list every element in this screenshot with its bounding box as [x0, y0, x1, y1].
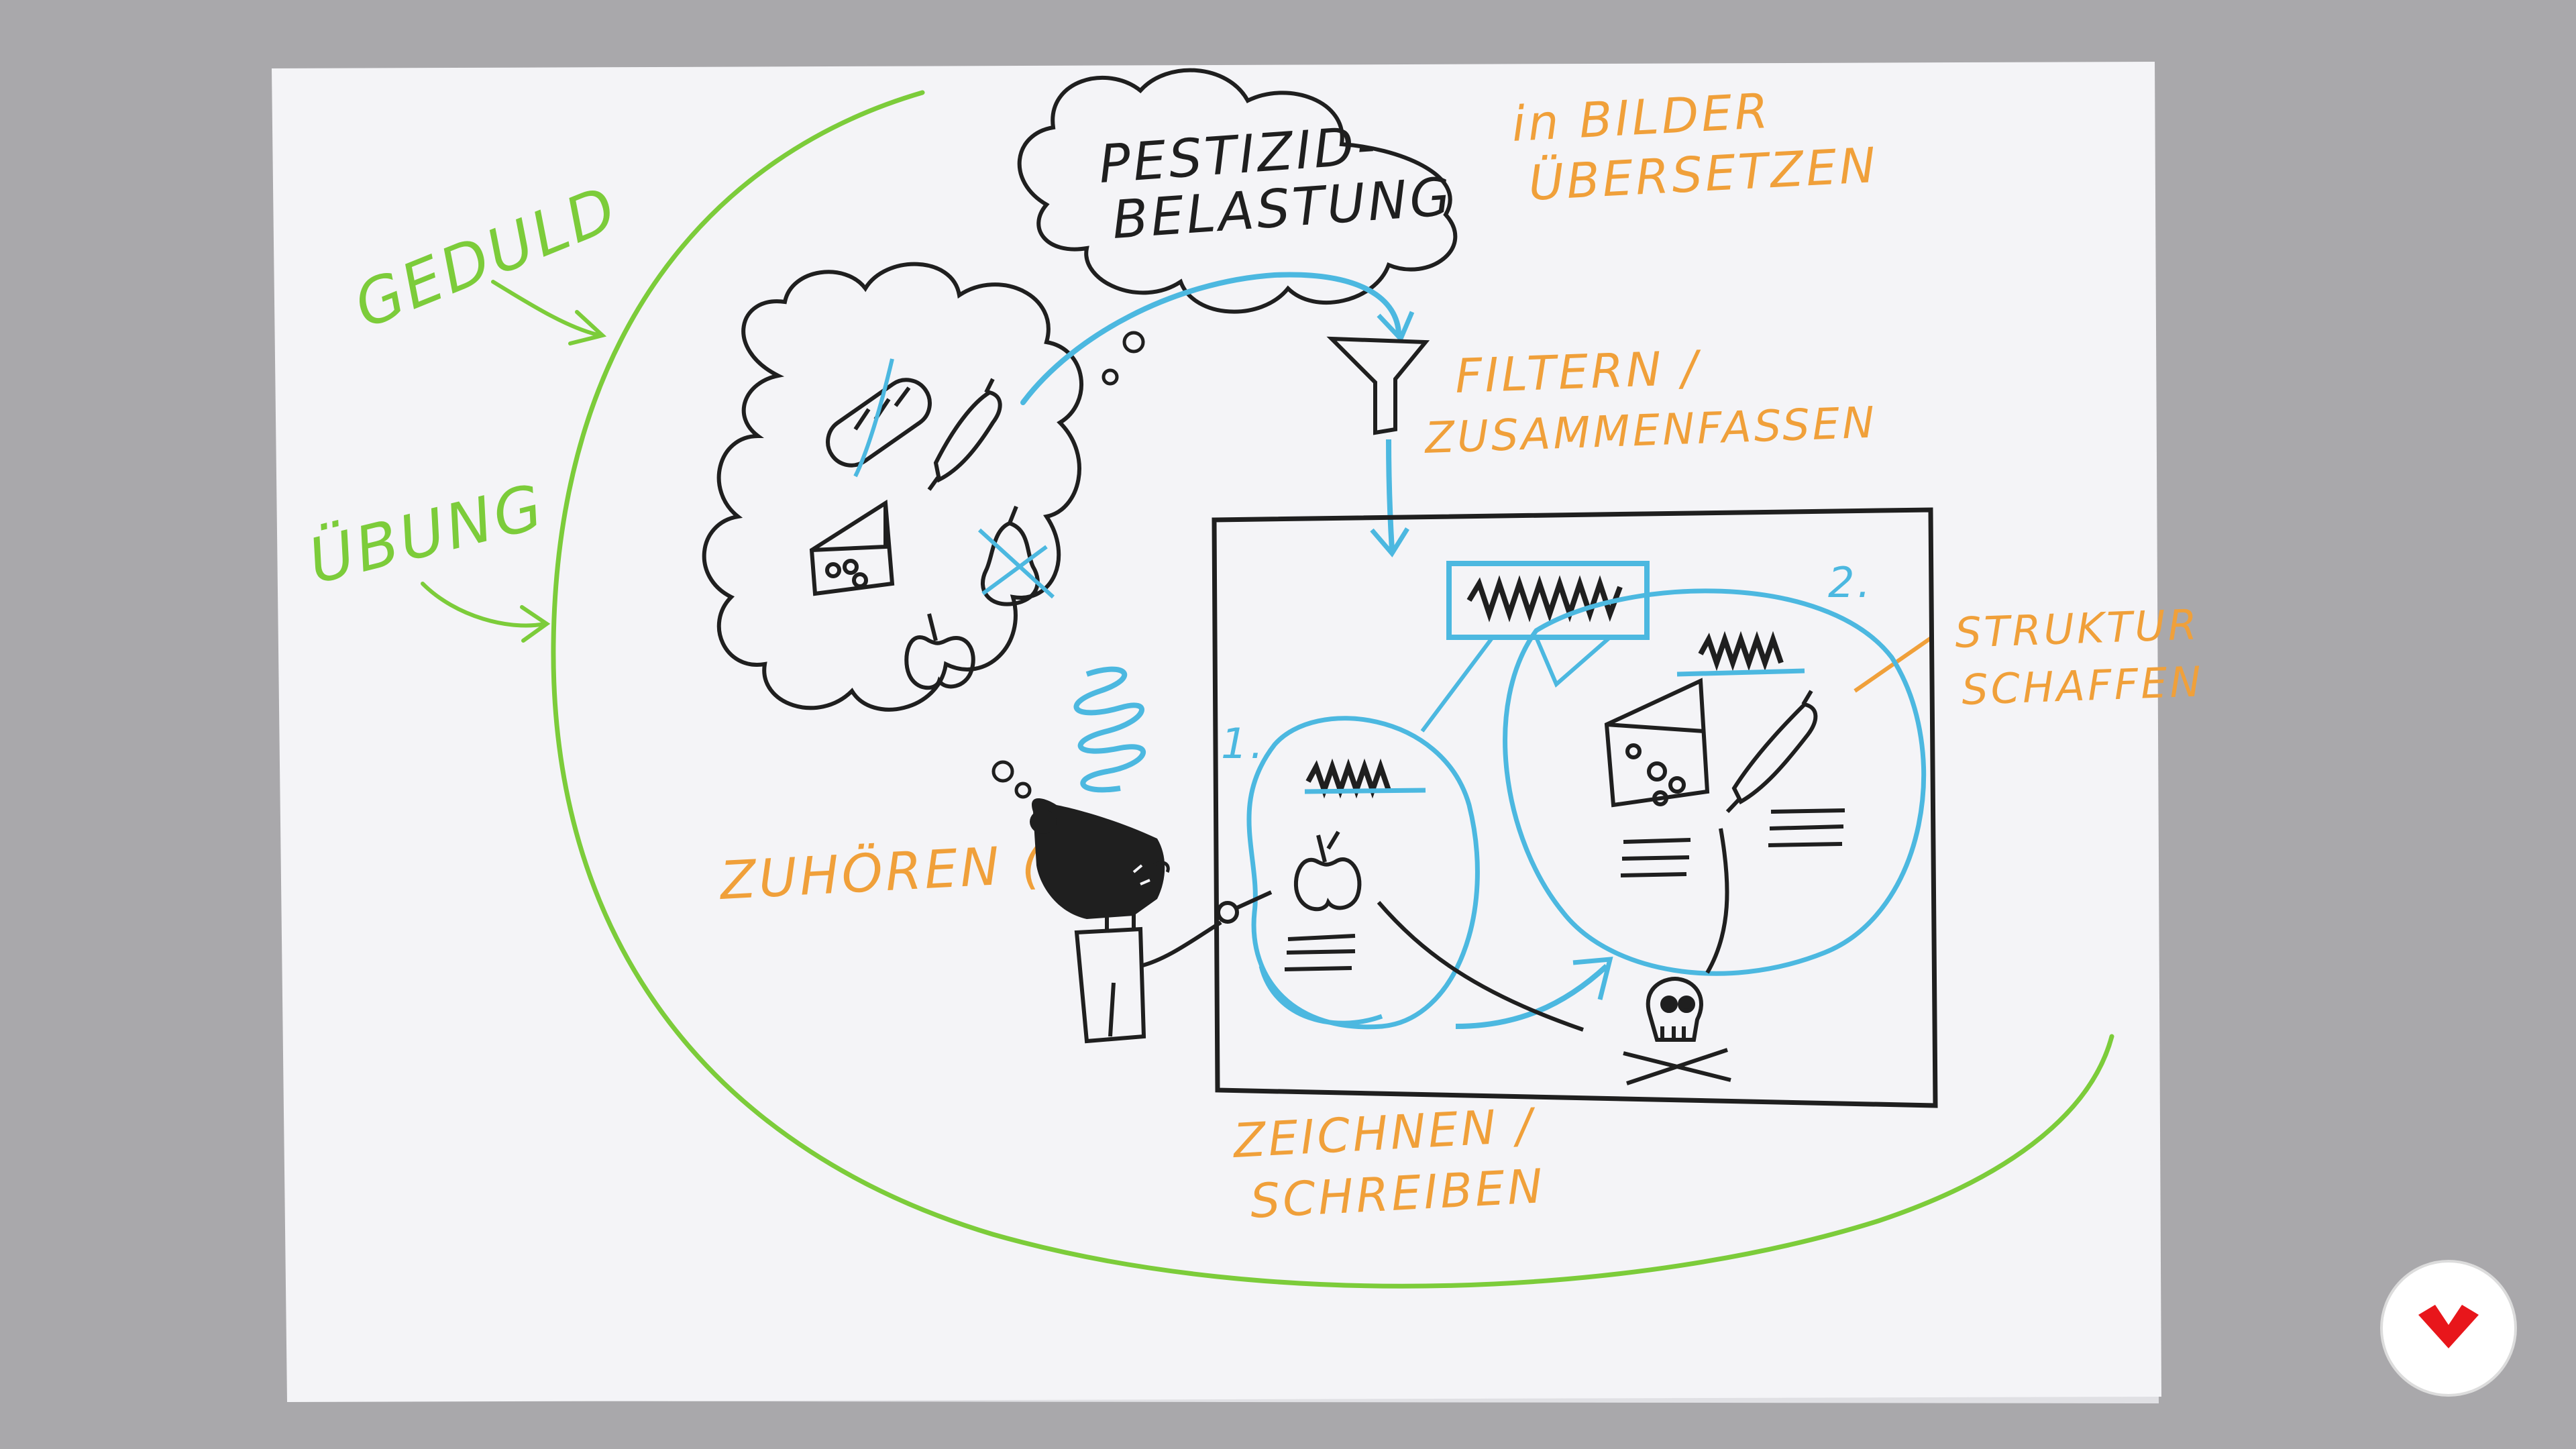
- thought-bubble: [1014, 782, 1032, 799]
- text-lines-2a: [1620, 838, 1691, 877]
- thought-bubble: [1102, 368, 1119, 386]
- scribble-title-1: [1305, 758, 1391, 799]
- thought-bubble: [991, 760, 1014, 783]
- pestizid-cloud: [1017, 68, 1458, 314]
- drawing-board: [1212, 507, 1938, 1108]
- brand-logo: [2380, 1260, 2517, 1397]
- cloud-to-funnel-arrow: [1020, 272, 1401, 405]
- bilder-line1: in BILDER: [1510, 83, 1772, 152]
- number-1: 1.: [1221, 719, 1266, 768]
- underline-1: [1304, 788, 1426, 794]
- cloud-to-funnel-arrowhead: [1377, 311, 1415, 343]
- sausage-icon: [927, 378, 1002, 491]
- line-to-skull-right: [1705, 828, 1729, 974]
- number-2: 2.: [1828, 558, 1873, 607]
- sausage-icon: [1725, 690, 1818, 814]
- apple-icon: [904, 613, 975, 690]
- spring-icon: [1073, 666, 1146, 793]
- apple-icon: [1293, 830, 1362, 912]
- underline-2: [1676, 668, 1805, 677]
- thought-bubble: [1122, 331, 1145, 354]
- struktur-line2: SCHAFFEN: [1961, 657, 2204, 714]
- person-icon: [1030, 798, 1273, 1044]
- group-circle-1: [1246, 716, 1480, 1030]
- food-cloud: [702, 262, 1083, 712]
- funnel-icon: [1326, 336, 1430, 435]
- uebung-arrow: [421, 582, 551, 643]
- group-circle-2: [1503, 588, 1926, 976]
- line-to-skull-left: [1377, 901, 1584, 1032]
- pear-icon: [981, 505, 1040, 606]
- flow-arrow-left: [1258, 965, 1383, 1026]
- scribble-title-2: [1698, 631, 1784, 672]
- geduld-arrow: [491, 280, 607, 345]
- text-lines-2b: [1768, 808, 1845, 847]
- filtern-line1: FILTERN /: [1454, 340, 1703, 404]
- struktur-line1: STRUKTUR: [1954, 600, 2200, 657]
- strike-pear: [977, 528, 1055, 599]
- header-box: [1446, 561, 1650, 640]
- baguette-icon: [826, 378, 932, 468]
- connector-left: [1420, 636, 1495, 733]
- strike-line: [853, 358, 894, 478]
- text-lines-1: [1284, 934, 1356, 971]
- cheese-icon: [1604, 678, 1710, 808]
- connector-right: [1534, 635, 1611, 688]
- skull-icon: [1623, 977, 1731, 1085]
- green-arc: [551, 90, 2114, 1289]
- cheese-icon: [809, 499, 895, 596]
- funnel-to-board-arrow: [1386, 439, 1395, 551]
- flow-arrowhead-bottom: [1572, 957, 1613, 1000]
- funnel-to-board-arrowhead: [1370, 527, 1409, 557]
